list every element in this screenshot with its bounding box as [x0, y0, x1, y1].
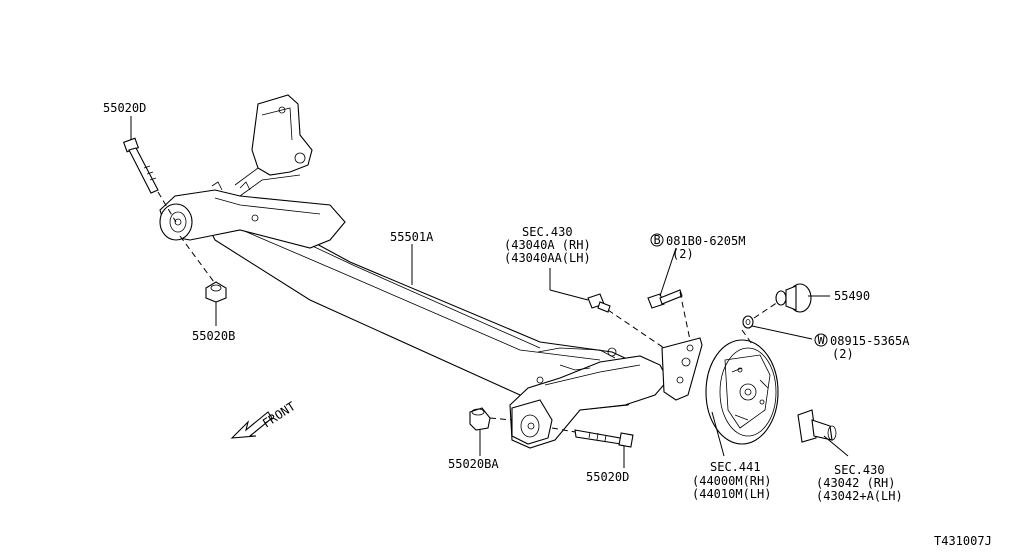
hub-cap-55490-icon: [775, 283, 812, 313]
leader-dash-nut: [179, 235, 215, 283]
bolt-081b0-icon: [647, 289, 683, 309]
label-sec430-bottom-rh: (43042 (RH): [816, 476, 895, 490]
leader-dash-bolt-bottom: [551, 427, 576, 433]
label-front: FRONT: [260, 399, 298, 430]
bolt-55020d-top-icon: [122, 137, 159, 194]
nut-55020ba-icon: [469, 407, 491, 431]
bolt-43040a-icon: [587, 293, 611, 313]
nut-55020b-icon: [205, 281, 227, 303]
leader-dash-nut-ba: [489, 417, 513, 421]
marker-w-circle-icon: [814, 333, 828, 347]
label-washer-08915-code: 08915-5365A: [830, 334, 910, 348]
spindle-43042-icon: [797, 409, 837, 443]
label-55020d-top: 55020D: [103, 101, 146, 115]
label-sec430-top-title: SEC.430: [522, 225, 573, 239]
label-marker-b: B: [654, 233, 661, 247]
label-sec430-bottom-lh: (43042+A(LH): [816, 489, 903, 503]
leader-dash-081b0: [679, 291, 691, 341]
rear-axle-beam: [159, 94, 703, 449]
label-sec441-lh: (44010M(LH): [692, 487, 771, 501]
label-sec430-bottom-title: SEC.430: [834, 463, 885, 477]
label-55020b: 55020B: [192, 329, 235, 343]
brake-backing-plate-icon: [705, 339, 779, 445]
leader-dash-brake: [741, 329, 753, 345]
leader-dash-43040a: [607, 309, 665, 349]
label-sec430-top-lh: (43040AA(LH): [504, 251, 591, 265]
label-55020d-bottom: 55020D: [586, 470, 629, 484]
label-sec430-top-rh: (43040A (RH): [504, 238, 591, 252]
label-washer-08915-qty: (2): [832, 347, 854, 361]
label-bolt-081b0-qty: (2): [672, 247, 694, 261]
label-marker-w: W: [818, 333, 826, 347]
leader-dash-washer: [753, 301, 779, 319]
bolt-55020d-bottom-icon: [574, 429, 634, 448]
label-55490: 55490: [834, 289, 870, 303]
leader-dash-bolt-top: [157, 191, 177, 223]
label-diagram-id: T431007J: [934, 534, 992, 548]
marker-b-circle-icon: [650, 233, 664, 247]
label-bolt-081b0-code: 081B0-6205M: [666, 234, 745, 248]
front-direction-arrow-icon: [230, 411, 273, 439]
label-sec441-rh: (44000M(RH): [692, 474, 771, 488]
label-55501a: 55501A: [390, 230, 434, 244]
label-sec441-title: SEC.441: [710, 460, 761, 474]
label-55020ba: 55020BA: [448, 457, 499, 471]
leader-lines: [130, 116, 849, 468]
washer-08915-icon: [742, 315, 754, 329]
